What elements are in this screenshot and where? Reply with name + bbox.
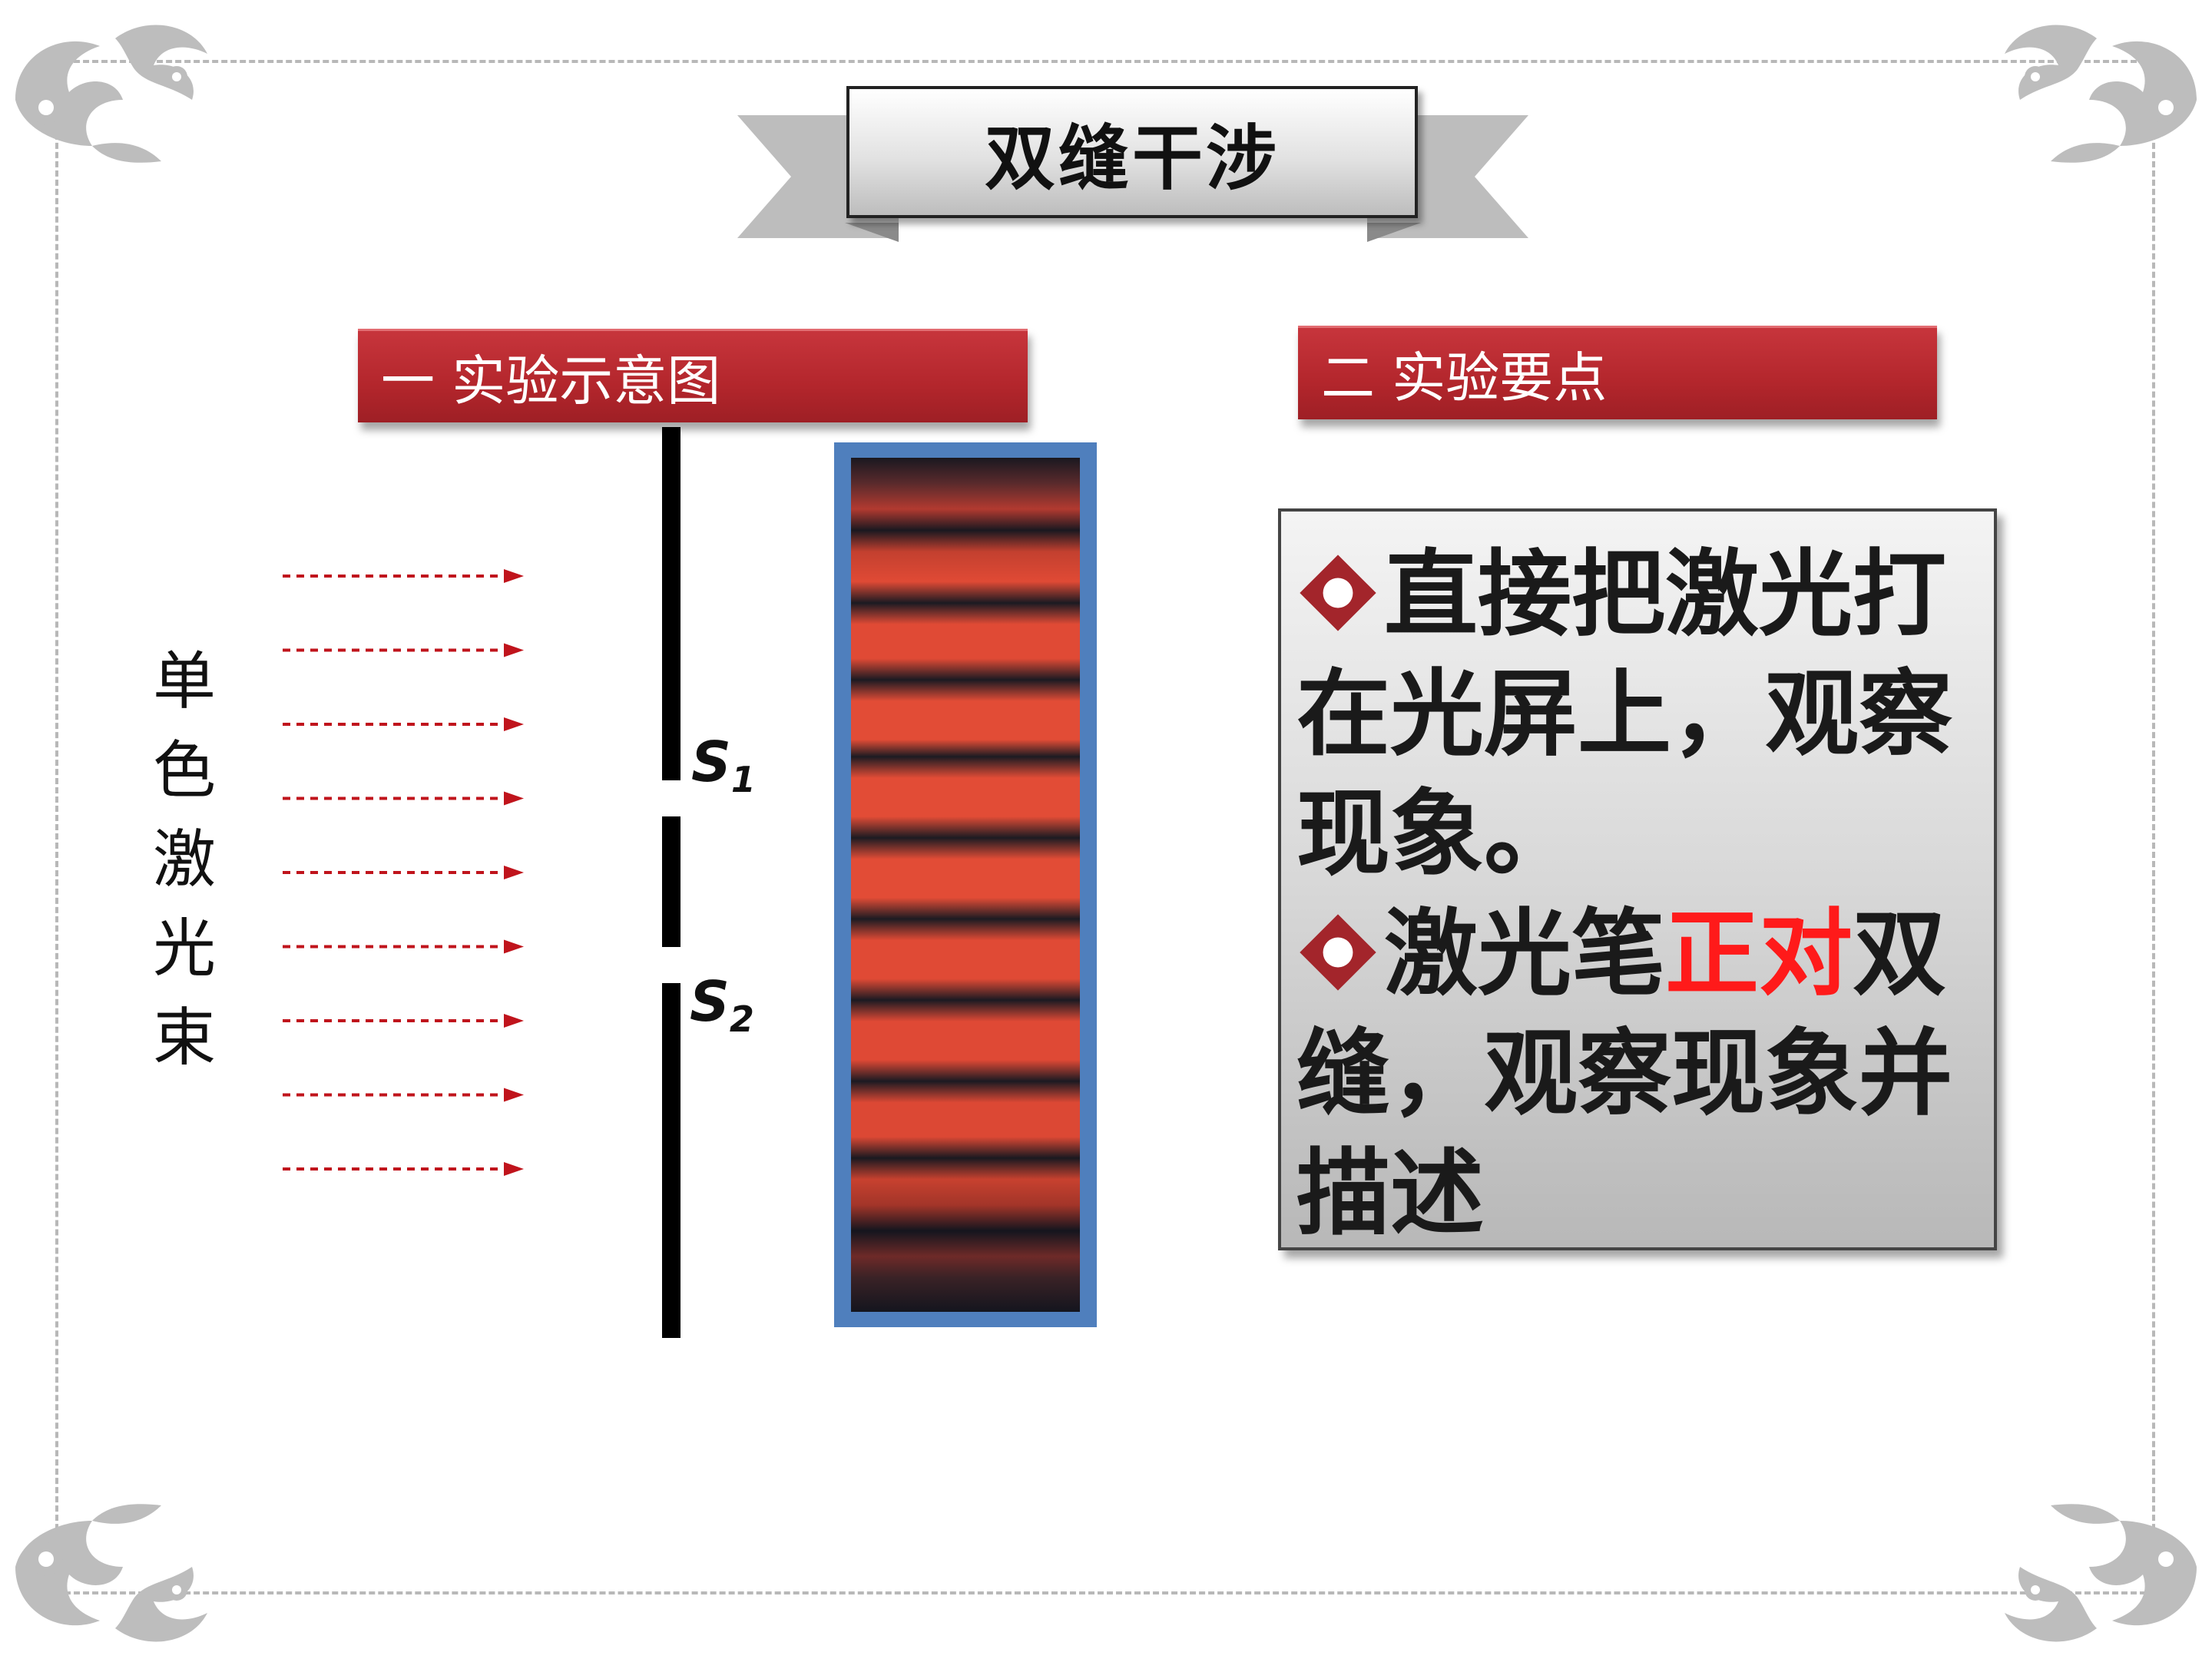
interference-fringes: [851, 458, 1080, 1312]
ornament-corner-icon: [0, 8, 261, 184]
slit-1-letter: S: [691, 730, 731, 794]
slit-2-letter: S: [690, 969, 730, 1034]
page-title: 双缝干涉: [846, 86, 1418, 218]
dashed-arrow-icon: [283, 866, 524, 879]
slit-1-subscript: 1: [730, 759, 756, 800]
dashed-arrow-icon: [283, 1088, 524, 1102]
dashed-arrow-icon: [283, 717, 524, 731]
light-label-char: 单: [152, 645, 216, 718]
section-header-key-points: 二 实验要点: [1298, 326, 1937, 419]
light-rays: [276, 553, 530, 1190]
point-2-suffix: 双缝，观察现象并描述: [1296, 899, 1952, 1248]
barrier-bottom: [662, 983, 680, 1338]
light-label-char: 束: [152, 1002, 216, 1075]
barrier-middle: [662, 816, 680, 947]
point-2: 激光笔正对双缝，观察现象并描述: [1296, 894, 1983, 1253]
dashed-arrow-icon: [283, 939, 524, 954]
key-points-box: 直接把激光打在光屏上，观察现象。 激光笔正对双缝，观察现象并描述: [1278, 508, 1997, 1250]
ornament-corner-icon: [1951, 8, 2212, 184]
ornament-corner-icon: [1951, 1482, 2212, 1659]
slit-2-subscript: 2: [729, 998, 754, 1040]
dashed-arrow-icon: [283, 643, 524, 657]
light-source-label: 单 色 激 光 束: [146, 637, 223, 1083]
dashed-arrow-icon: [283, 1162, 524, 1176]
interference-pattern-screen: [834, 442, 1097, 1327]
light-label-char: 激: [152, 823, 216, 896]
ornament-corner-icon: [0, 1482, 261, 1659]
light-label-char: 色: [152, 734, 216, 807]
diamond-bullet-icon: [1296, 542, 1379, 631]
slit-1-label: S1: [691, 730, 756, 800]
dashed-arrow-icon: [283, 569, 524, 583]
point-1-text: 直接把激光打在光屏上，观察现象。: [1296, 540, 1952, 889]
dashed-frame: [55, 60, 2155, 1594]
diamond-bullet-icon: [1296, 902, 1379, 991]
dashed-arrow-icon: [283, 1014, 524, 1028]
point-1: 直接把激光打在光屏上，观察现象。: [1296, 535, 1983, 894]
light-label-char: 光: [152, 912, 216, 985]
point-2-highlight: 正对: [1665, 899, 1853, 1008]
dashed-arrow-icon: [283, 569, 524, 1176]
section-header-diagram: 一 实验示意图: [358, 329, 1028, 422]
point-2-prefix: 激光笔: [1384, 899, 1665, 1008]
slit-2-label: S2: [690, 969, 754, 1040]
barrier-top: [662, 427, 680, 780]
dashed-arrow-icon: [283, 791, 524, 806]
